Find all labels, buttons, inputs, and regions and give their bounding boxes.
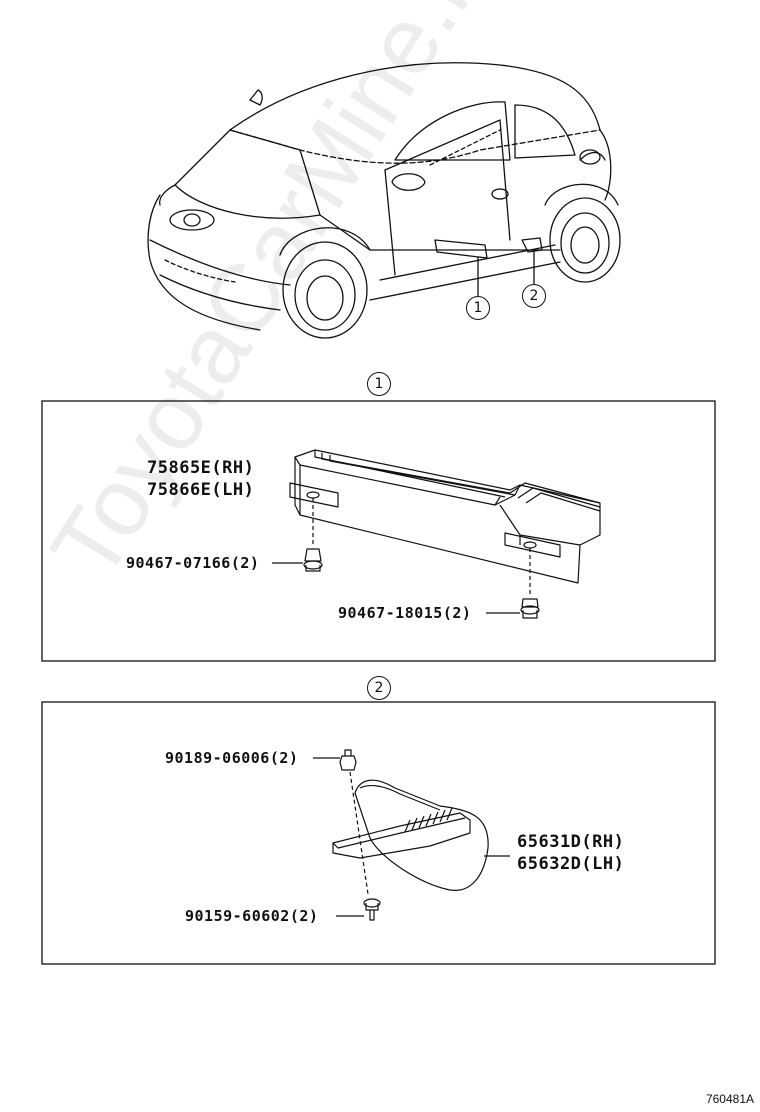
panel-2-screw-bottom: 90159-60602(2)	[185, 907, 319, 925]
panel-2-clip-top: 90189-06006(2)	[165, 749, 299, 767]
car-callout-2: 2	[522, 284, 546, 308]
panel-1-clip-right: 90467-18015(2)	[338, 604, 472, 622]
car-illustration	[147, 62, 621, 339]
panel-1-clip-left: 90467-07166(2)	[126, 554, 260, 572]
panel-2-frame	[41, 701, 716, 965]
panel-1-part-lh: 75866E(LH)	[147, 480, 255, 500]
panel-2-callout: 2	[367, 676, 391, 700]
panel-1-frame	[41, 400, 716, 662]
panel-2-part-rh: 65631D(RH)	[517, 832, 625, 852]
panel-2-part-lh: 65632D(LH)	[517, 854, 625, 874]
panel-1-part-rh: 75865E(RH)	[147, 458, 255, 478]
car-callout-1: 1	[466, 296, 490, 320]
reference-code: 760481A	[705, 1092, 754, 1106]
panel-1-callout: 1	[367, 372, 391, 396]
